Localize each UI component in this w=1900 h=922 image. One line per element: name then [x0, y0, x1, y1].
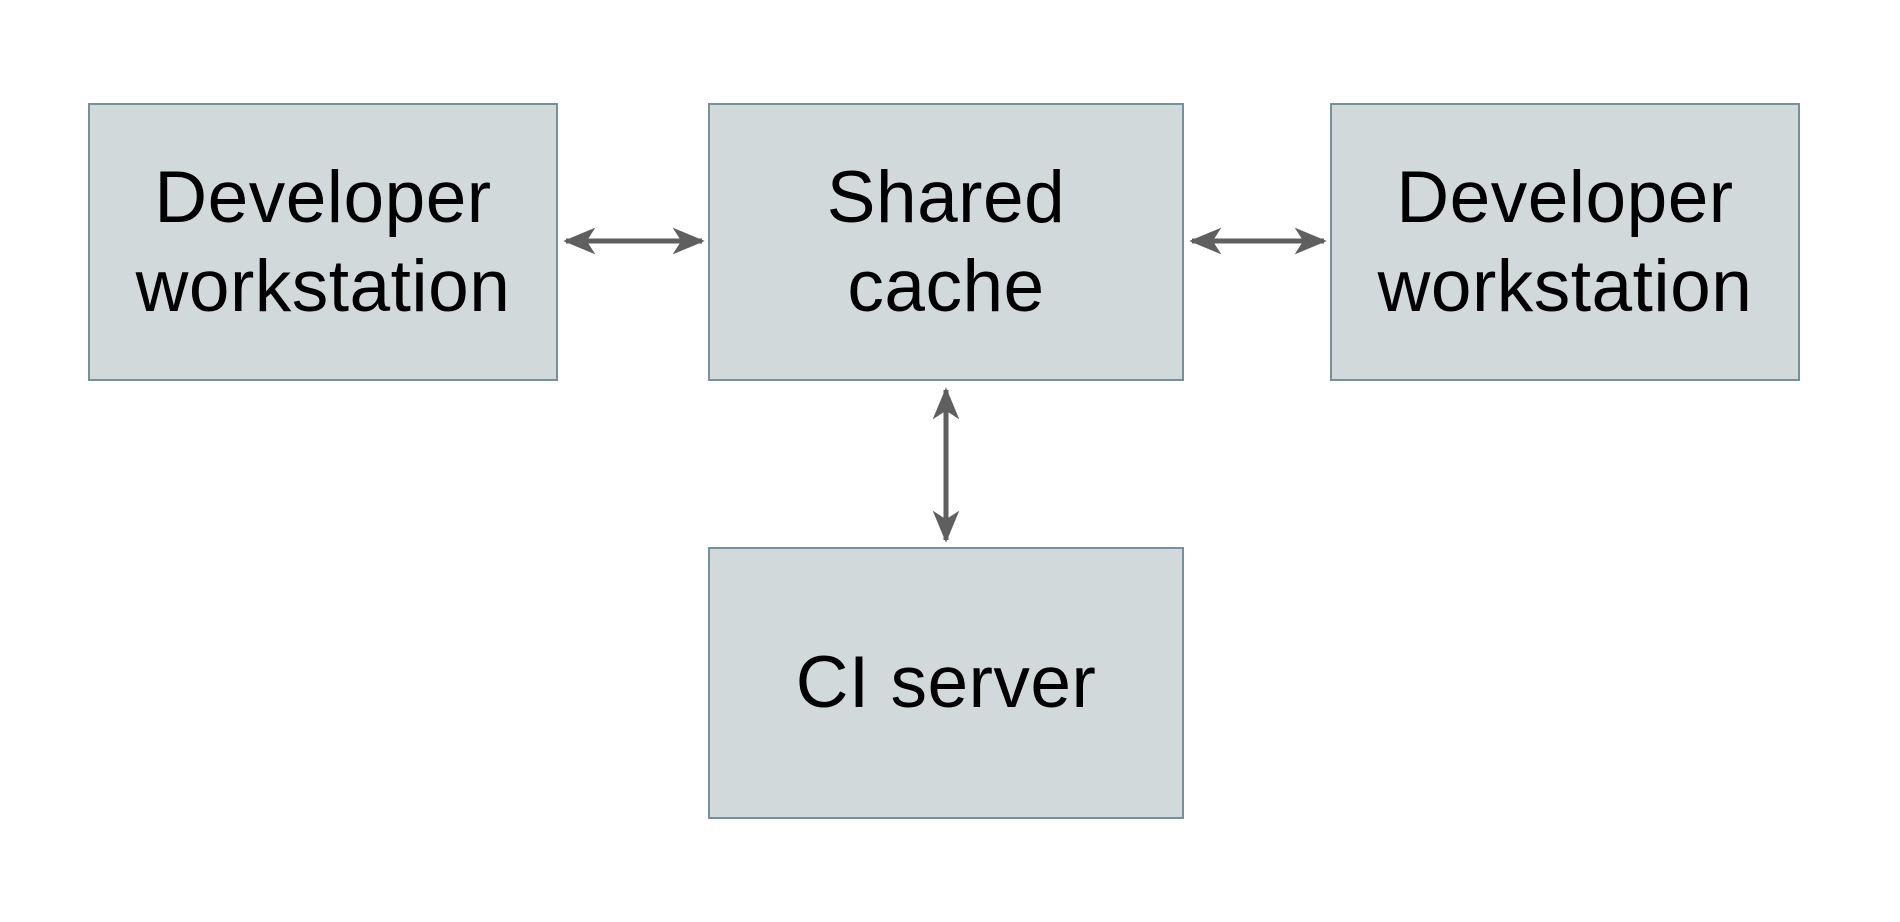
- node-developer-workstation-left: Developer workstation: [88, 103, 558, 381]
- node-label: Developer workstation: [135, 156, 511, 327]
- node-label: CI server: [795, 642, 1097, 724]
- node-label: Developer workstation: [1377, 156, 1753, 327]
- node-ci-server: CI server: [708, 547, 1184, 819]
- node-label: Shared cache: [826, 156, 1066, 327]
- node-developer-workstation-right: Developer workstation: [1330, 103, 1800, 381]
- node-shared-cache: Shared cache: [708, 103, 1184, 381]
